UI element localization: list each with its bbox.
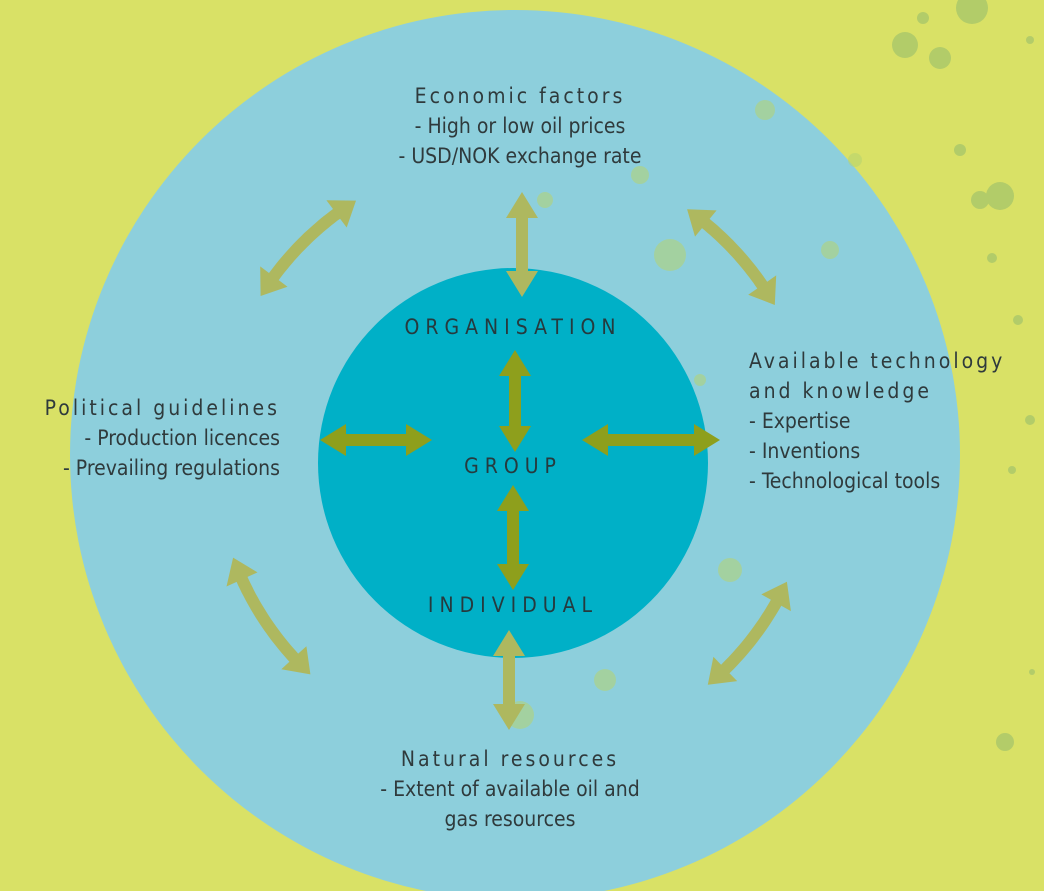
political-guideline-item: - Production licences <box>84 426 280 450</box>
economic-factor-item: - USD/NOK exchange rate <box>398 144 642 168</box>
arrow-economic-organisation <box>506 192 538 297</box>
inner-circle <box>318 268 708 658</box>
political-guideline-item: - Prevailing regulations <box>62 456 280 480</box>
natural-resources-group: Natural resources - Extent of available … <box>330 744 690 834</box>
natural-resources-item: gas resources <box>444 807 576 831</box>
technology-item: - Technological tools <box>749 469 941 493</box>
technology-group: Available technology and knowledge - Exp… <box>749 346 1043 496</box>
individual-label: INDIVIDUAL <box>427 593 599 617</box>
group-label: GROUP <box>464 454 562 478</box>
economic-factors-group: Economic factors - High or low oil price… <box>345 81 695 171</box>
curved-arrow-top-left <box>260 200 356 296</box>
natural-resources-title: Natural resources <box>400 747 620 771</box>
technology-title-line1: Available technology <box>749 349 1006 373</box>
political-guidelines-group: Political guidelines - Production licenc… <box>0 393 280 483</box>
curved-arrow-bottom-left <box>226 557 311 675</box>
arrow-center-technology <box>582 424 720 456</box>
political-guidelines-title: Political guidelines <box>44 396 280 420</box>
splatter-decoration <box>892 0 1035 751</box>
natural-resources-item: - Extent of available oil and <box>380 777 640 801</box>
technology-item: - Inventions <box>749 439 861 463</box>
technology-item: - Expertise <box>749 409 851 433</box>
economic-factor-item: - High or low oil prices <box>414 114 626 138</box>
curved-arrow-top-right <box>687 209 777 305</box>
organisation-label: ORGANISATION <box>404 315 622 339</box>
arrow-political-center <box>320 424 432 456</box>
arrow-individual-natural <box>493 630 525 730</box>
technology-title-line2: and knowledge <box>749 379 932 403</box>
arrow-group-individual <box>497 485 529 590</box>
curved-arrow-bottom-right <box>707 581 791 685</box>
economic-factors-title: Economic factors <box>414 84 626 108</box>
arrow-organisation-group <box>499 350 531 452</box>
